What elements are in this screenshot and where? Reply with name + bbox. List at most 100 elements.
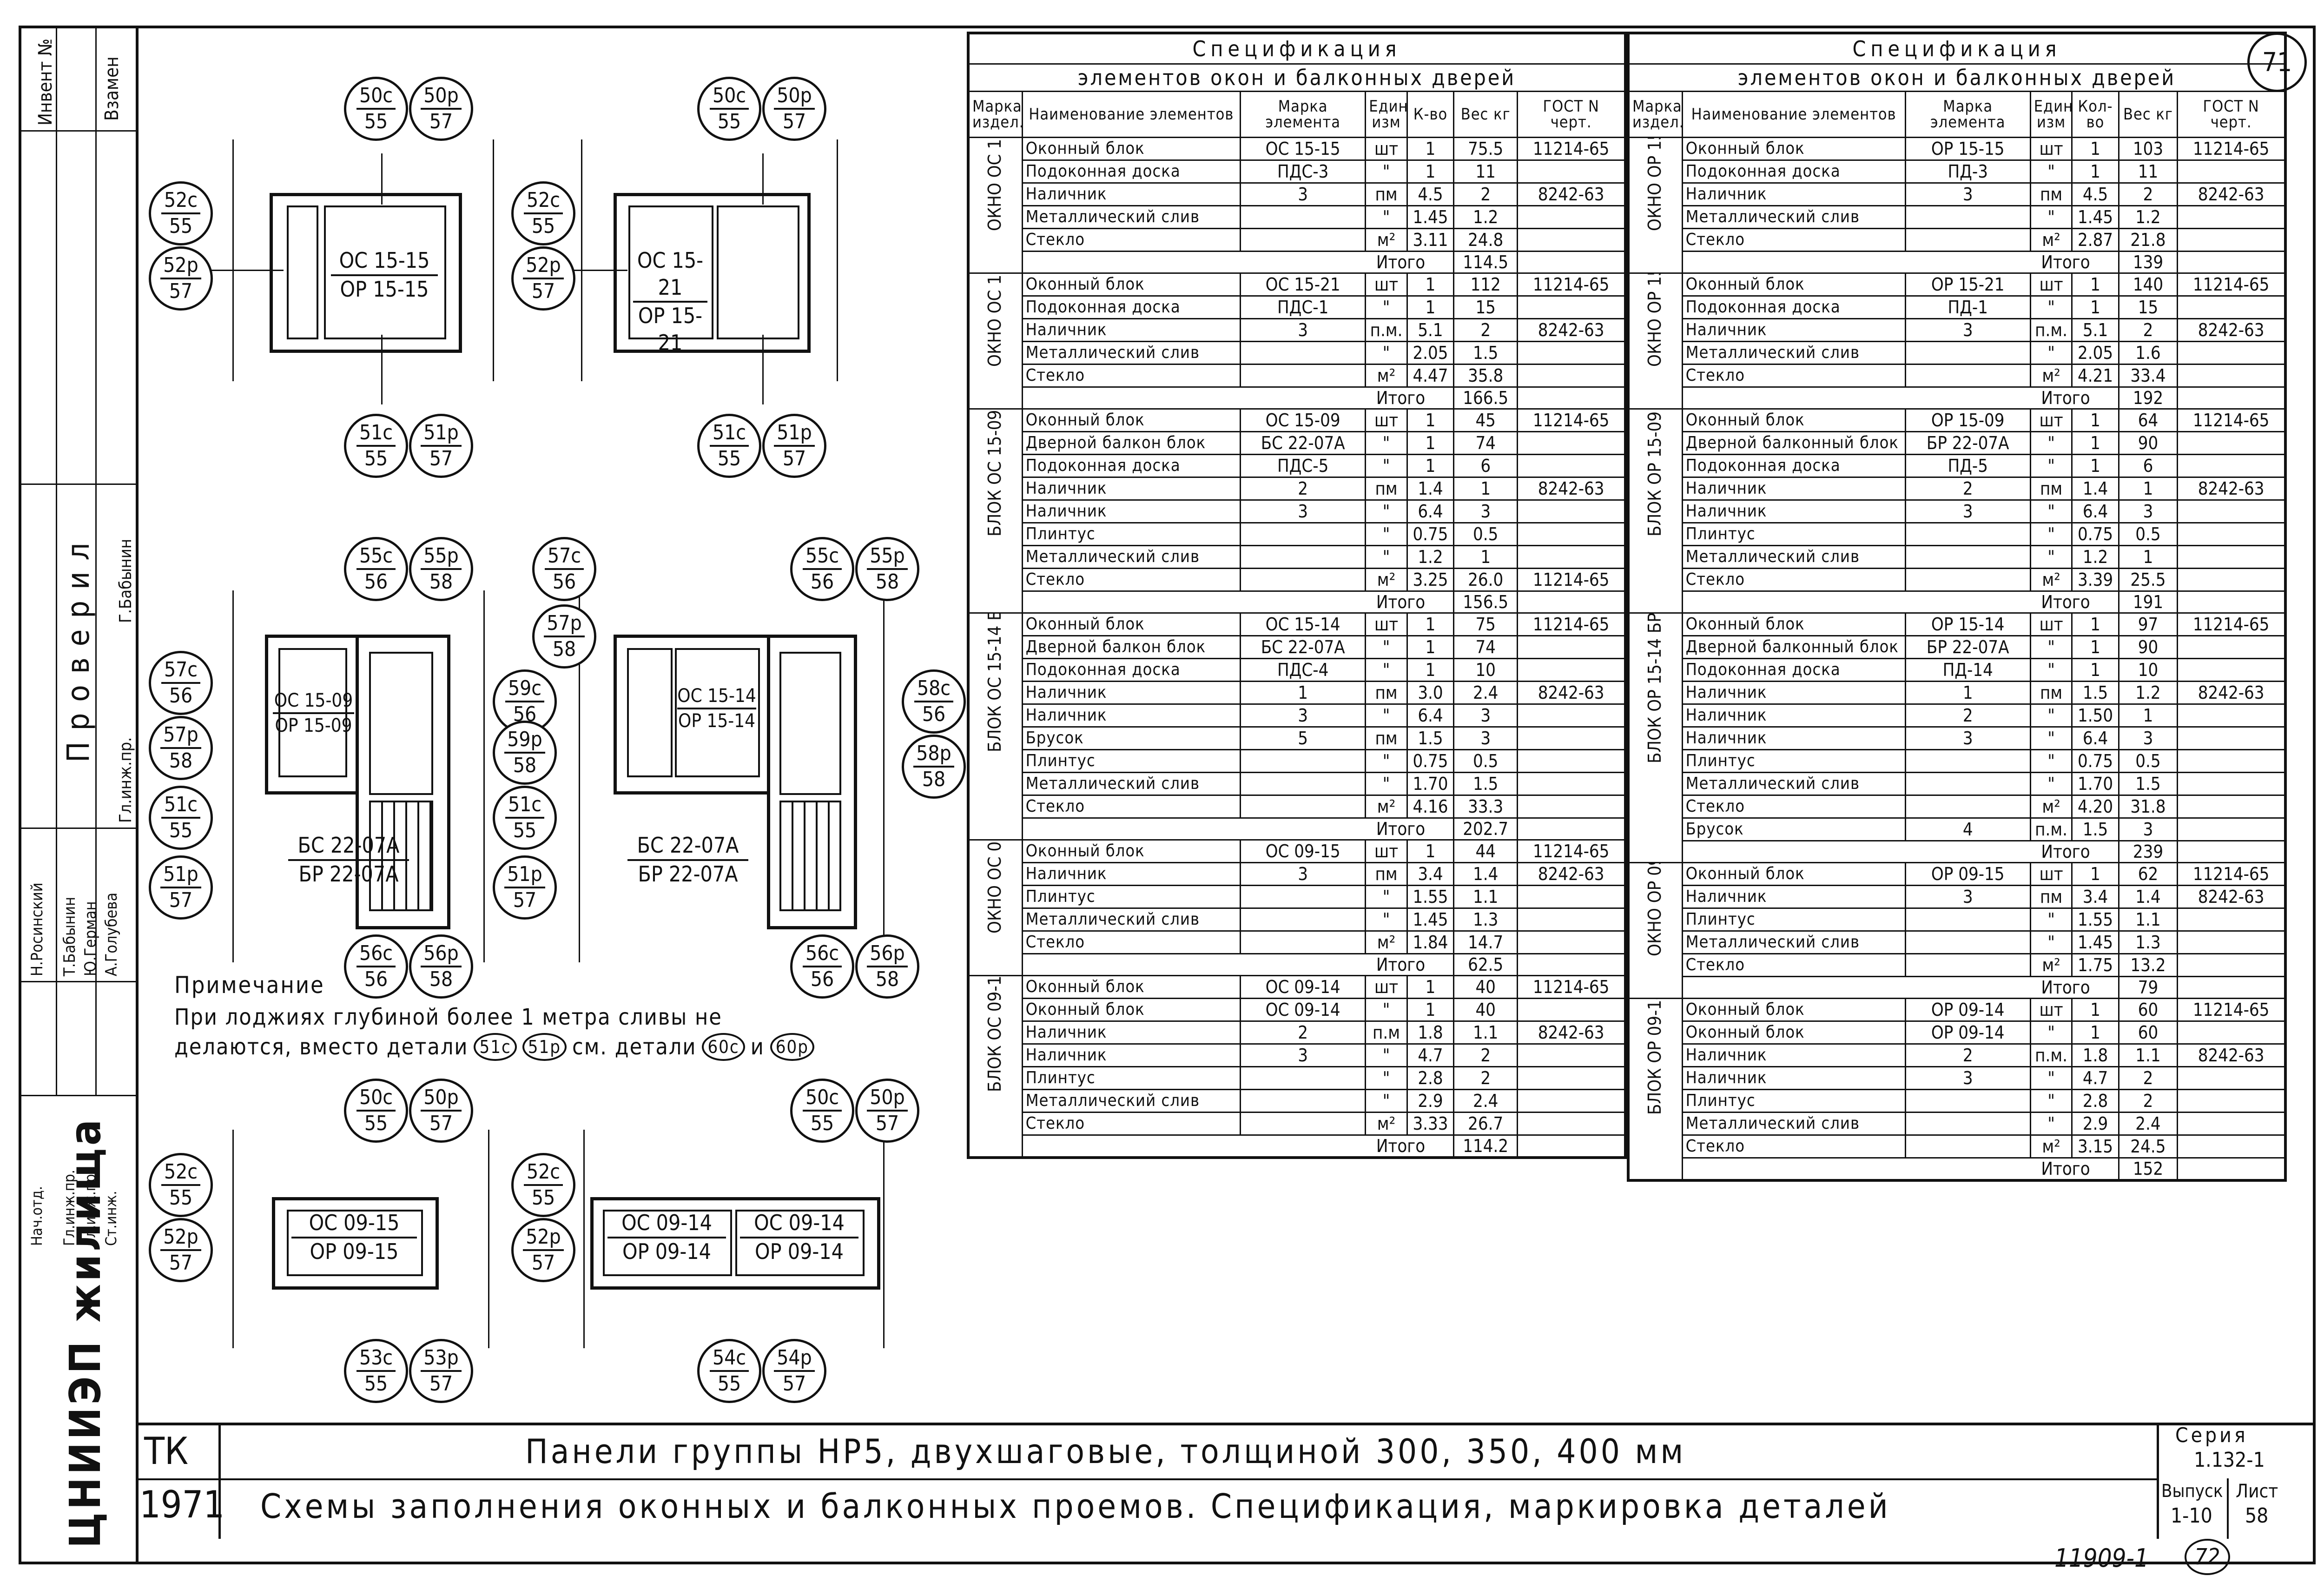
spec-cell bbox=[1240, 341, 1367, 365]
spec-cell: " bbox=[1365, 998, 1408, 1022]
spec-cell: 1 bbox=[2118, 703, 2179, 728]
dim-line bbox=[483, 590, 485, 962]
issue-value: 1-10 bbox=[2171, 1504, 2212, 1528]
marker-sheet: 56 bbox=[810, 967, 834, 991]
spec-cell: Стекло bbox=[1681, 364, 1906, 388]
spec-cell: 3 bbox=[1904, 182, 2031, 206]
marker-detail: 56р bbox=[421, 943, 462, 967]
spec-cell: 1 bbox=[1406, 975, 1455, 999]
spec-cell: Наличник bbox=[1681, 1066, 1906, 1090]
spec-cell bbox=[1904, 749, 2031, 773]
spec-cell bbox=[2177, 1134, 2286, 1159]
spec-cell: 0.5 bbox=[1453, 749, 1519, 773]
spec-cell: 8242-63 bbox=[1517, 318, 1626, 342]
spec-cell bbox=[1904, 1112, 2031, 1136]
spec-cell: Наличник bbox=[1021, 703, 1241, 728]
side-role-1: Нач.отд. bbox=[28, 1186, 46, 1246]
spec-cell bbox=[1904, 341, 2031, 365]
spec-cell: 8242-63 bbox=[1517, 1020, 1626, 1045]
spec-cell: 1 bbox=[1904, 681, 2031, 705]
spec-cell bbox=[1517, 341, 1626, 365]
spec-cell: 4.21 bbox=[2071, 364, 2119, 388]
spec-cell: Металлический слив bbox=[1681, 341, 1906, 365]
spec-cell bbox=[1240, 1089, 1367, 1113]
marker-sheet: 56 bbox=[922, 702, 946, 726]
spec-cell bbox=[2177, 499, 2286, 523]
marker-sheet: 55 bbox=[169, 214, 193, 238]
spec-cell: 11214-65 bbox=[1517, 408, 1626, 432]
spec-cell: 2 bbox=[1453, 1043, 1519, 1067]
spec-subtitle: элементов окон и балконных дверей bbox=[967, 63, 1626, 92]
spec-cell: 31.8 bbox=[2118, 795, 2179, 819]
spec-cell bbox=[2177, 228, 2286, 252]
issue-box bbox=[2159, 1478, 2229, 1539]
spec-cell: " bbox=[2029, 930, 2073, 954]
spec-cell bbox=[1517, 749, 1626, 773]
spec-cell: 75.5 bbox=[1453, 137, 1519, 161]
spec-cell: 2 bbox=[2118, 182, 2179, 206]
spec-cell: 60 bbox=[2118, 1020, 2179, 1045]
spec-cell: 1 bbox=[1406, 295, 1455, 319]
spec-cell: 33.3 bbox=[1453, 795, 1519, 819]
spec-cell: 1.55 bbox=[2071, 907, 2119, 932]
spec-cell: шт bbox=[1365, 839, 1408, 863]
spec-cell bbox=[1240, 1066, 1367, 1090]
spec-cell bbox=[2177, 568, 2286, 592]
spec-total-label: Итого bbox=[1681, 251, 2119, 274]
spec-cell: ОС 15-21 bbox=[1240, 272, 1367, 297]
spec-cell: 1.5 bbox=[1406, 726, 1455, 750]
spec-cell: 44 bbox=[1453, 839, 1519, 863]
spec-cell: 24.5 bbox=[2118, 1134, 2179, 1159]
spec-cell: 5.1 bbox=[1406, 318, 1455, 342]
spec-cell: м² bbox=[1365, 228, 1408, 252]
spec-cell: 11214-65 bbox=[1517, 612, 1626, 636]
spec-cell: 1 bbox=[1453, 477, 1519, 501]
spec-cell: Стекло bbox=[1681, 568, 1906, 592]
marker-detail: 52с bbox=[161, 1162, 201, 1186]
spec-cell: Дверной балконный блок bbox=[1681, 635, 1906, 659]
spec-total-value: 156.5 bbox=[1453, 590, 1519, 614]
marker-detail: 51р bbox=[504, 864, 545, 888]
spec-cell: " bbox=[1365, 341, 1408, 365]
spec-cell: Дверной балконный блок bbox=[1681, 431, 1906, 455]
marker-sheet: 58 bbox=[552, 637, 576, 661]
spec-header: Един изм bbox=[2029, 91, 2073, 138]
marker-detail: 52с bbox=[523, 1162, 563, 1186]
spec-cell: Наличник bbox=[1681, 726, 1906, 750]
spec-cell: ОС 09-14 bbox=[1240, 975, 1367, 999]
spec-cell: 2.8 bbox=[1406, 1066, 1455, 1090]
spec-cell: БС 22-07А bbox=[1240, 431, 1367, 455]
spec-cell: Брусок bbox=[1021, 726, 1241, 750]
spec-cell: 3 bbox=[2118, 499, 2179, 523]
spec-cell bbox=[1904, 930, 2031, 954]
spec-cell: Оконный блок bbox=[1021, 998, 1241, 1022]
marker-sheet: 57 bbox=[782, 110, 806, 133]
spec-cell: Стекло bbox=[1021, 568, 1241, 592]
marker-detail: 52р bbox=[160, 255, 201, 279]
spec-cell: Подоконная доска bbox=[1681, 454, 1906, 478]
spec-cell: 8242-63 bbox=[2177, 681, 2286, 705]
spec-cell: 3 bbox=[1453, 703, 1519, 728]
marker-sheet: 55 bbox=[364, 110, 388, 133]
spec-cell: Металлический слив bbox=[1021, 907, 1241, 932]
spec-cell bbox=[2177, 431, 2286, 455]
spec-cell: 1 bbox=[2071, 454, 2119, 478]
